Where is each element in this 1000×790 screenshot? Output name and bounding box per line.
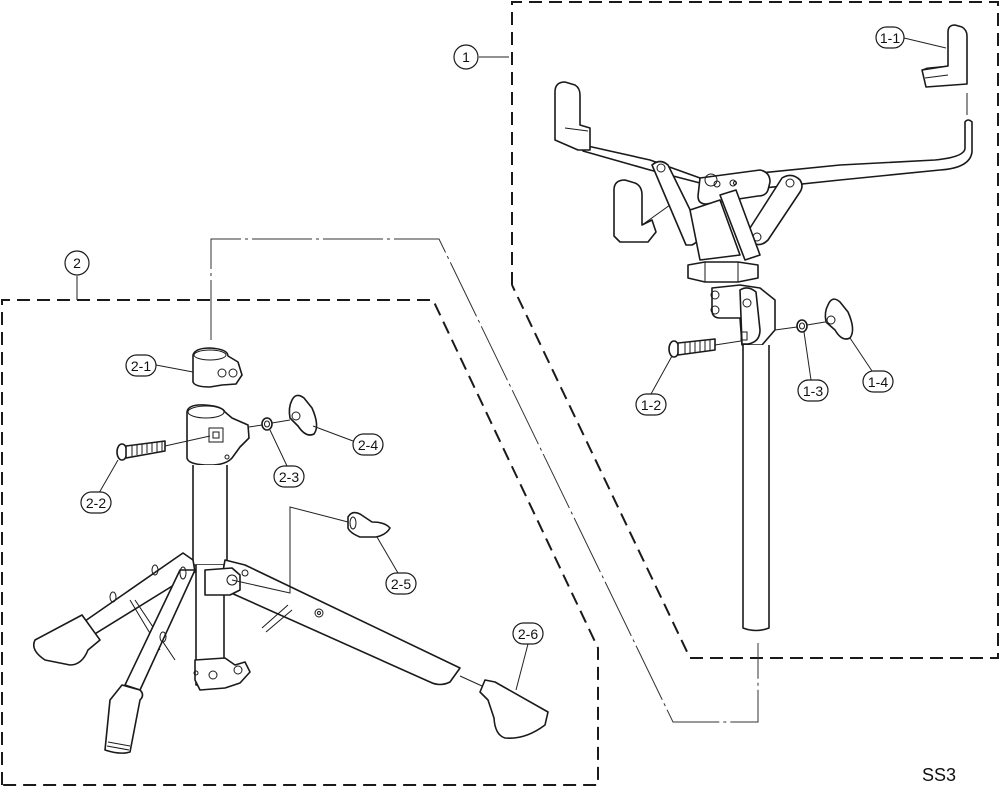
callout-1-3-text: 1-3 xyxy=(803,383,823,399)
callout-1-3 xyxy=(797,379,829,402)
part-2-3-washer xyxy=(261,417,273,431)
snare-basket xyxy=(554,81,973,261)
callout-group-1-text: 1 xyxy=(462,49,470,65)
part-1-4-wing-bolt xyxy=(824,298,854,340)
callout-1-2 xyxy=(635,393,667,416)
part-1-1-cradle-cap xyxy=(921,24,968,88)
part-2-5-wing-bolt xyxy=(347,511,391,538)
callout-1-2-text: 1-2 xyxy=(641,397,661,413)
callout-2-1 xyxy=(125,354,157,377)
assembly-connector-line xyxy=(210,238,759,723)
part-2-2-bolt xyxy=(116,440,166,461)
callout-1-4 xyxy=(862,370,894,393)
callout-2-4-text: 2-4 xyxy=(358,437,378,453)
callout-group-2-text: 2 xyxy=(73,255,81,271)
part-1-2-bolt xyxy=(668,338,716,358)
stand-lower-tube xyxy=(186,404,250,686)
callout-1-1-text: 1-1 xyxy=(880,30,900,46)
callout-2-6 xyxy=(512,622,544,645)
part-2-4-wing-bolt xyxy=(288,394,318,436)
part-2-1-clamp xyxy=(192,347,243,388)
callout-1-4-text: 1-4 xyxy=(868,374,888,390)
callout-2-2-text: 2-2 xyxy=(86,495,106,511)
callout-2-2 xyxy=(80,491,112,514)
callout-group-1 xyxy=(453,44,479,70)
group-1-boundary xyxy=(511,1,999,659)
part-2-6-foot-cap xyxy=(479,679,549,740)
callout-2-5-text: 2-5 xyxy=(391,576,411,592)
callout-2-6-text: 2-6 xyxy=(518,626,538,642)
group-2-boundary xyxy=(1,299,599,786)
diagram-code: SS3 xyxy=(922,765,956,785)
callout-2-3-text: 2-3 xyxy=(279,469,299,485)
callout-2-4 xyxy=(352,433,384,456)
callout-2-3 xyxy=(273,465,305,488)
callout-2-1-text: 2-1 xyxy=(131,358,151,374)
part-1-3-washer xyxy=(796,319,808,333)
callout-group-2 xyxy=(64,250,90,276)
stand-upper-post xyxy=(687,261,776,632)
